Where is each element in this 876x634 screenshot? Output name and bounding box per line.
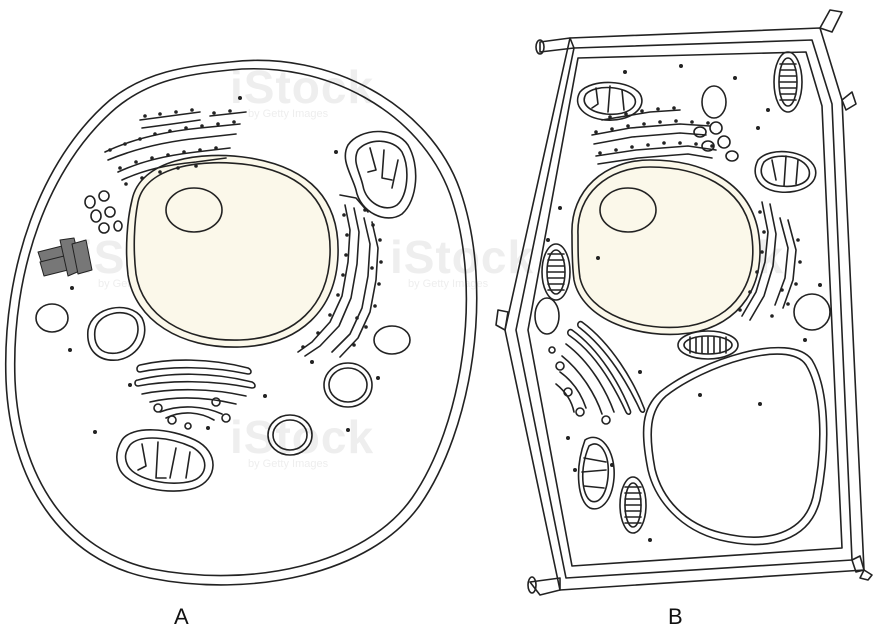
mitochondrion	[579, 437, 615, 508]
vesicles	[85, 191, 122, 233]
lysosome	[36, 304, 68, 332]
central-vacuole	[644, 348, 827, 545]
mitochondrion	[345, 131, 415, 217]
mitochondrion	[578, 82, 642, 120]
centriole	[38, 238, 92, 276]
chloroplast	[620, 477, 646, 533]
plant-cell-label: B	[668, 604, 683, 630]
golgi-apparatus	[549, 322, 645, 424]
nucleus	[127, 155, 339, 347]
mitochondrion	[117, 430, 213, 491]
chloroplast	[678, 331, 738, 359]
lysosome	[374, 326, 410, 354]
plant-cell	[496, 10, 872, 595]
nucleus	[572, 160, 760, 334]
vacuole	[324, 363, 372, 407]
animal-cell	[6, 60, 477, 585]
lysosome	[794, 294, 830, 330]
golgi-apparatus	[135, 360, 255, 429]
chloroplast	[774, 52, 802, 112]
chloroplast	[542, 244, 570, 300]
lysosome	[535, 298, 559, 334]
mitochondrion	[755, 152, 816, 193]
vacuole	[88, 308, 145, 361]
vacuole	[268, 415, 312, 455]
animal-cell-label: A	[174, 604, 189, 630]
